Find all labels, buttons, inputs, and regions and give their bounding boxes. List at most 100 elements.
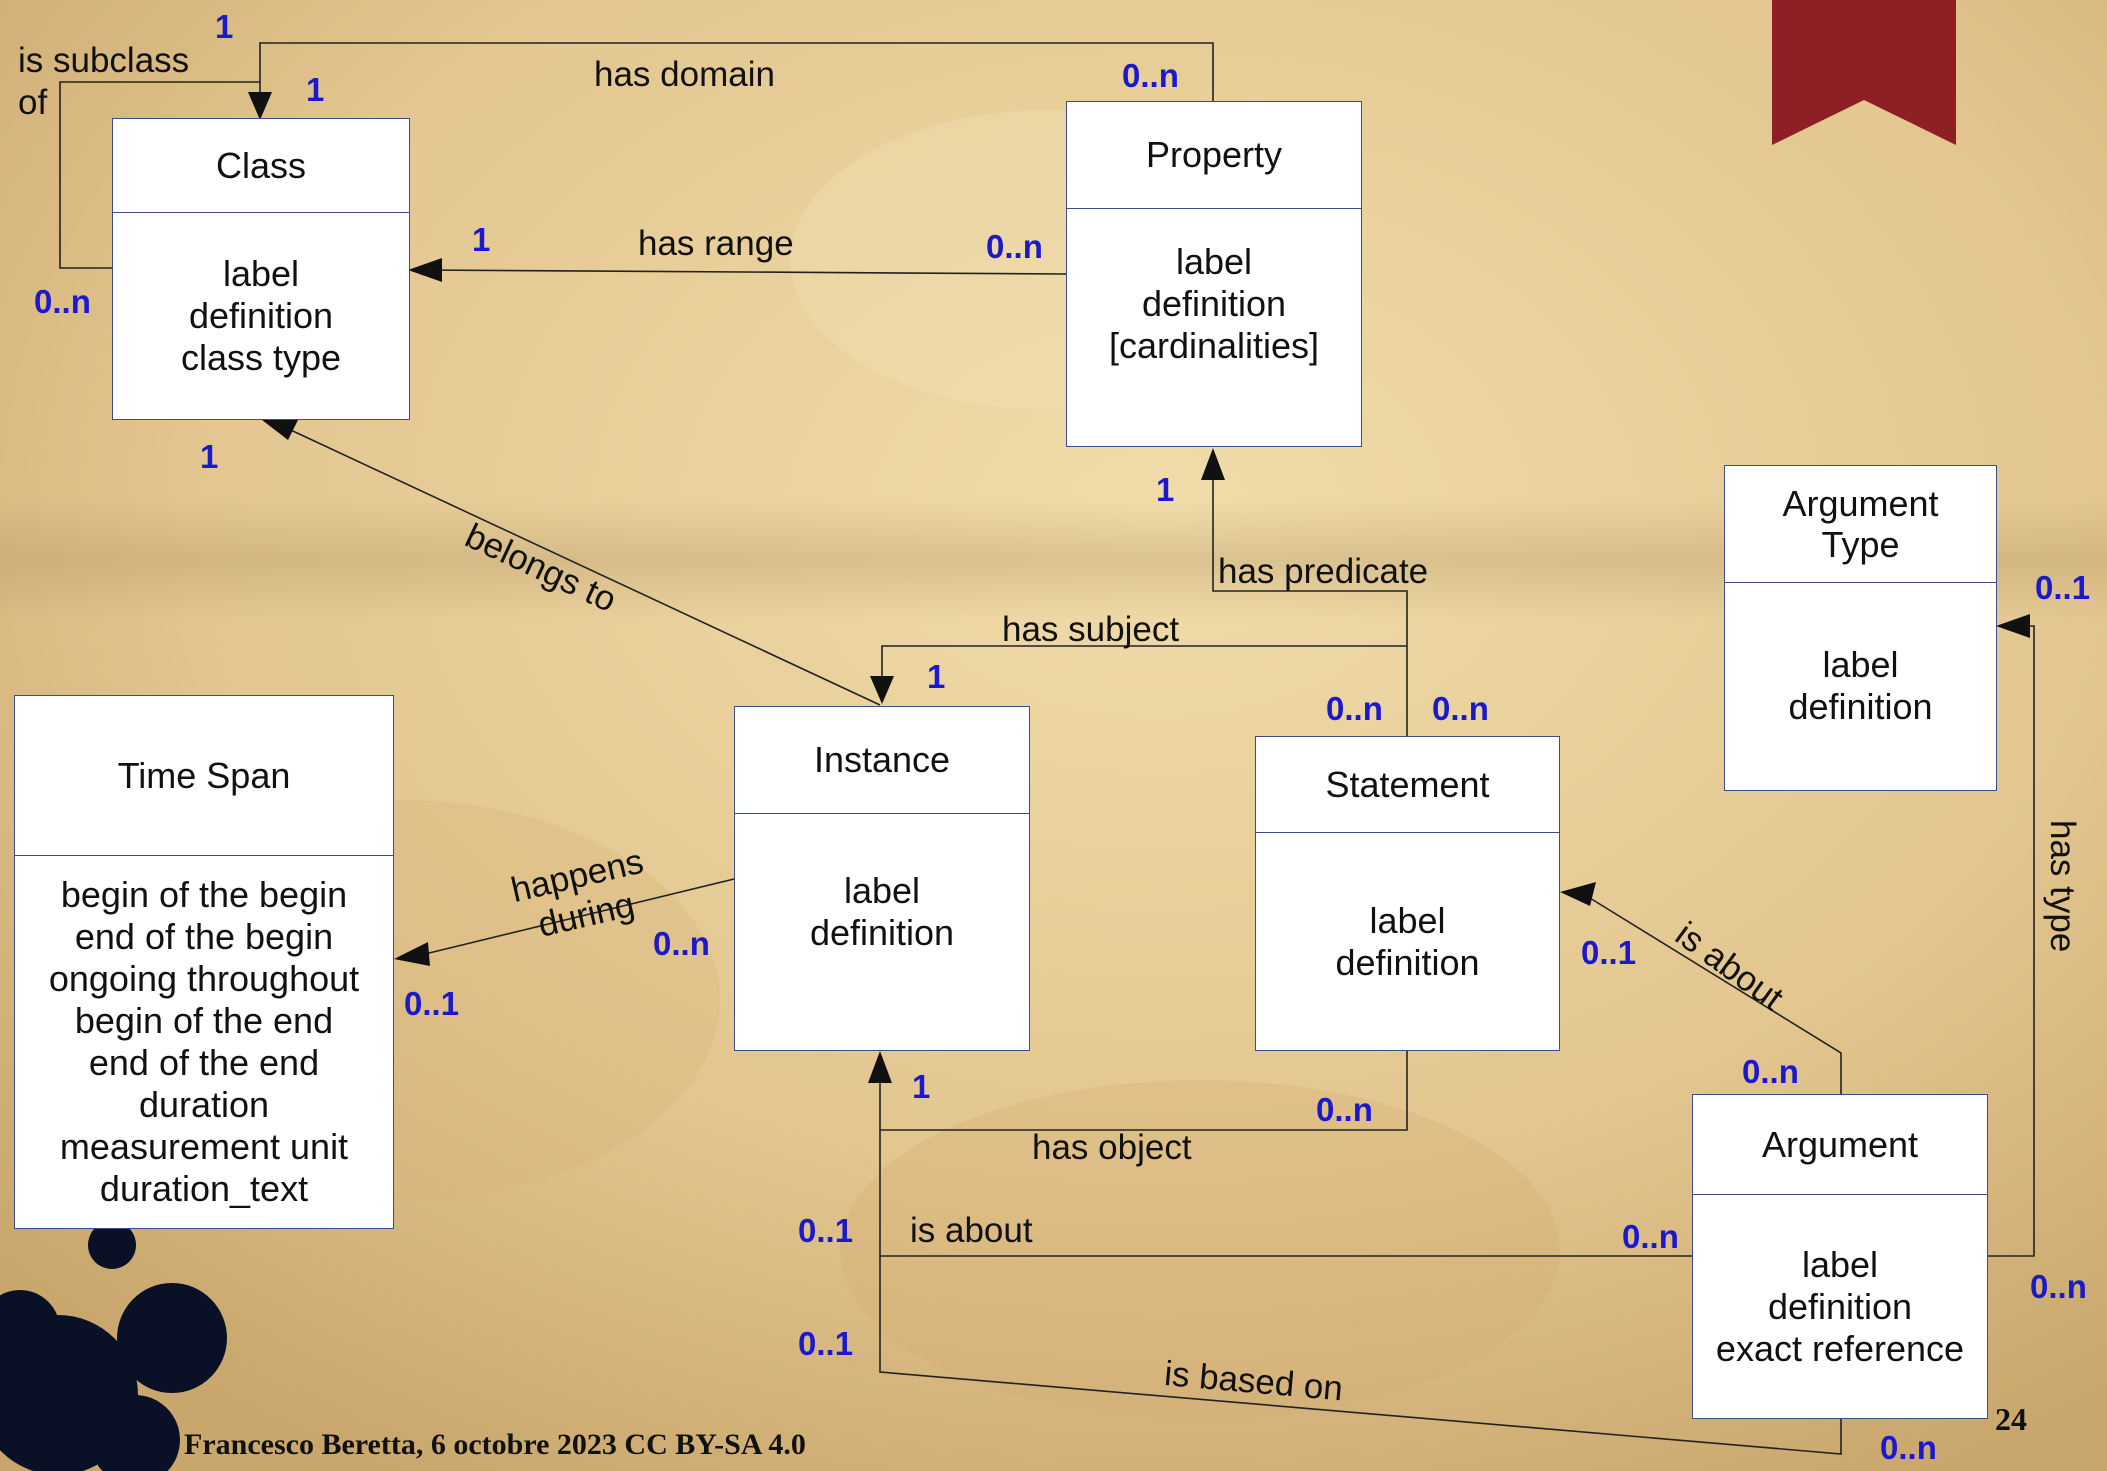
cardinality-object-instance: 1 (912, 1068, 931, 1105)
attribute: definition (1788, 686, 1933, 727)
attribute: definition (1767, 1285, 1913, 1327)
cardinality-subclass-arrow: 1 (306, 71, 325, 108)
arrowhead-subject (870, 676, 894, 704)
entity-argument-type: Argument Type label definition (1724, 465, 1997, 791)
about-statement-line (1584, 894, 1842, 1094)
cardinality-object-statement: 0..n (1316, 1091, 1373, 1128)
entity-property: Property label definition [cardinalities… (1066, 101, 1362, 447)
cardinality-subclass-top: 1 (215, 8, 234, 45)
entity-class: Class label definition class type (112, 118, 410, 420)
page-number: 24 (1995, 1401, 2027, 1437)
cardinality-argtype: 0..1 (2035, 569, 2091, 606)
entity-instance: Instance label definition (734, 706, 1030, 1051)
based-on-line (879, 1256, 1842, 1455)
belongs-to-line (279, 424, 881, 706)
entity-class-title: Class (113, 119, 409, 213)
attribute: end of the begin (74, 916, 334, 957)
cardinality-argument-about: 0..n (1742, 1053, 1799, 1090)
entity-argument: Argument label definition exact referenc… (1692, 1094, 1988, 1419)
entity-instance-attributes: label definition (735, 814, 1029, 1050)
arrowhead-happens (394, 942, 430, 966)
cardinality-about-instance: 0..1 (798, 1212, 854, 1249)
arrowhead-object (868, 1051, 892, 1083)
arrowhead-predicate (1201, 448, 1225, 480)
attribute: begin of the begin (60, 874, 348, 915)
attribute: duration (138, 1084, 270, 1125)
cardinality-about-argument: 0..n (1622, 1218, 1679, 1255)
cardinality-subclass-bottom: 0..n (34, 283, 91, 320)
entity-class-attributes: label definition class type (113, 213, 409, 419)
cardinality-belongs-class: 1 (200, 438, 219, 475)
attribute: end of the end (88, 1042, 320, 1083)
attribute: label (1822, 644, 1899, 685)
cardinality-statement-right: 0..n (1432, 690, 1489, 727)
attribute: measurement unit (59, 1126, 349, 1167)
attribute: class type (180, 337, 342, 378)
relation-label-has-subject: has subject (1002, 610, 1180, 649)
entity-property-title: Property (1067, 102, 1361, 209)
domain-line (259, 42, 1214, 101)
predicate-line (1212, 470, 1408, 736)
attribute: exact reference (1715, 1327, 1965, 1369)
footer-credit: Francesco Beretta, 6 octobre 2023 CC BY-… (184, 1428, 806, 1461)
relation-label-has-predicate: has predicate (1218, 552, 1429, 591)
cardinality-range-property: 0..n (986, 228, 1043, 265)
relation-label-has-range: has range (638, 224, 794, 263)
cardinality-happens-instance: 0..n (653, 925, 710, 962)
subclass-line (59, 81, 261, 269)
entity-instance-title: Instance (735, 707, 1029, 814)
bookmark-ribbon (1772, 0, 1956, 145)
entity-argument-type-attributes: label definition (1725, 583, 1996, 789)
arrowhead-range (408, 258, 442, 282)
entity-statement-attributes: label definition (1256, 833, 1559, 1050)
attribute: ongoing throughout (48, 958, 360, 999)
attribute: label (1175, 241, 1253, 282)
entity-argument-title: Argument (1693, 1095, 1987, 1195)
entity-argument-type-title: Argument Type (1725, 466, 1996, 583)
relation-label-is-subclass-of: is subclass of (18, 40, 218, 124)
attribute: label (222, 253, 300, 294)
attribute: definition (809, 912, 955, 953)
cardinality-statement-left: 0..n (1326, 690, 1383, 727)
attribute: label (1369, 899, 1446, 941)
relation-label-has-type: has type (2043, 820, 2082, 953)
attribute: duration_text (99, 1168, 309, 1209)
arrowhead-subclass (248, 92, 272, 120)
attribute: [cardinalities] (1108, 325, 1320, 366)
cardinality-based-instance: 0..1 (798, 1325, 854, 1362)
entity-time-span-title: Time Span (15, 696, 393, 856)
attribute: definition (188, 295, 334, 336)
cardinality-based-argument: 0..n (1880, 1429, 1937, 1466)
relation-label-text: is subclass of (18, 41, 190, 122)
entity-argument-attributes: label definition exact reference (1693, 1195, 1987, 1418)
attribute: definition (1335, 941, 1480, 983)
entity-time-span: Time Span begin of the begin end of the … (14, 695, 394, 1229)
entity-statement-title: Statement (1256, 737, 1559, 833)
relation-label-has-object: has object (1032, 1128, 1192, 1167)
happens-during-line (424, 878, 735, 955)
entity-time-span-attributes: begin of the begin end of the begin ongo… (15, 856, 393, 1228)
entity-property-attributes: label definition [cardinalities] (1067, 209, 1361, 445)
cardinality-timespan: 0..1 (404, 985, 460, 1022)
attribute: label (1801, 1243, 1879, 1285)
entity-argument-type-title-text: Argument Type (1782, 482, 1939, 565)
relation-label-has-domain: has domain (594, 55, 775, 94)
cardinality-domain-property: 0..n (1122, 57, 1179, 94)
entity-statement: Statement label definition (1255, 736, 1560, 1051)
object-line (879, 1051, 1408, 1131)
arrowhead-has-type (1996, 614, 2030, 638)
ink-blot-decoration (0, 1221, 227, 1471)
range-line (421, 269, 1067, 275)
attribute: begin of the end (74, 1000, 334, 1041)
subject-line (881, 645, 1407, 690)
cardinality-predicate-property: 1 (1156, 471, 1175, 508)
arrowhead-belongs (262, 420, 298, 440)
cardinality-subject-instance: 1 (927, 658, 946, 695)
arrowhead-about-statement (1560, 882, 1596, 906)
cardinality-range-class: 1 (472, 221, 491, 258)
cardinality-statement-about: 0..1 (1581, 934, 1637, 971)
attribute: definition (1141, 283, 1287, 324)
relation-label-is-about-instance: is about (910, 1211, 1033, 1250)
attribute: label (843, 870, 921, 911)
